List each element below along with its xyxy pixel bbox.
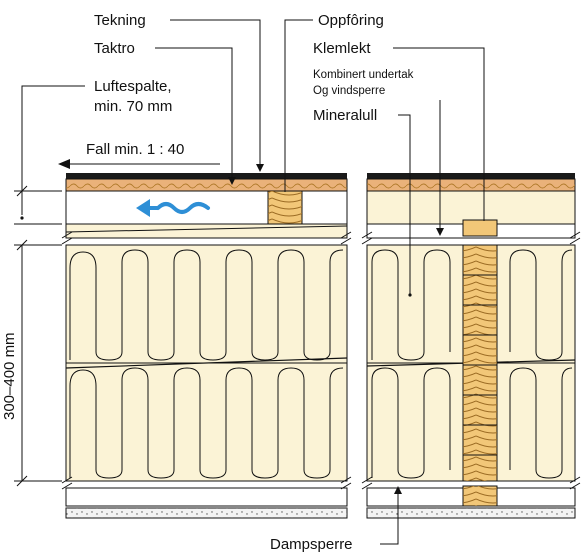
label-mineralull: Mineralull [313,107,377,124]
label-dimension: 300–400 mm [1,332,18,420]
left-section [61,173,352,519]
insulation-fibres [69,249,344,361]
klemlekt-batten [462,219,498,237]
insulation-lower [65,362,348,482]
label-luftespalte-1: Luftespalte, [94,78,172,95]
label-undertak-2: Og vindsperre [313,85,385,97]
label-luftespalte-2: min. 70 mm [94,98,172,115]
label-oppforing: Oppfôring [318,12,384,29]
label-fall: Fall min. 1 : 40 [86,141,184,158]
label-undertak-1: Kombinert undertak [313,69,414,81]
label-tekning: Tekning [94,12,146,29]
fall-arrow [58,159,220,169]
label-klemlekt: Klemlekt [313,40,371,57]
right-section [361,173,581,519]
airflow-arrow-icon [136,199,210,217]
label-dampsperre: Dampsperre [270,536,353,553]
leader-lines [14,19,485,545]
roofing-layer [66,173,347,179]
service-gap [65,487,348,507]
insulation-upper [65,244,348,364]
label-taktro: Taktro [94,40,135,57]
